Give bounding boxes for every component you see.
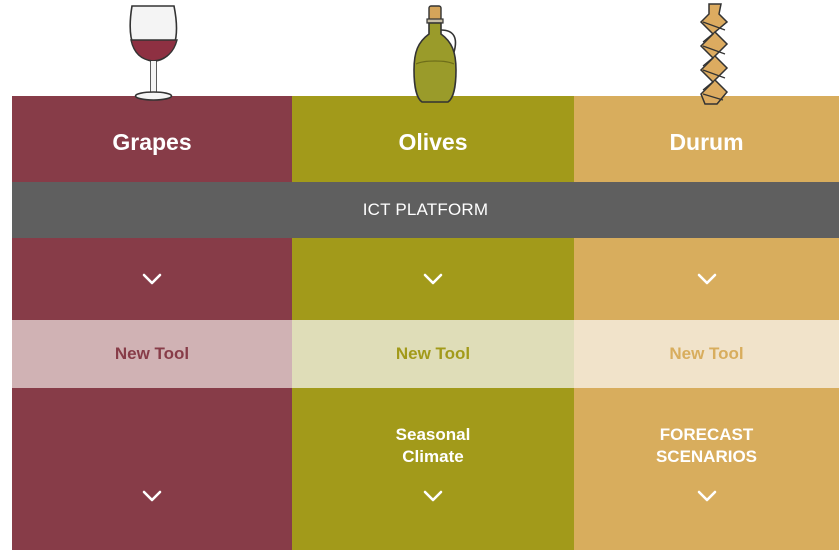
new-tool-grapes[interactable]: New Tool [12,320,292,388]
pasta-icon [689,0,741,106]
product-grapes[interactable] [12,388,292,550]
chevron-down-icon [697,273,716,285]
ict-platform-bar: ICT PLATFORM [12,182,839,238]
product-label-durum: FORECAST SCENARIOS [655,425,758,466]
expand-durum-toggle[interactable] [574,238,839,320]
chevron-down-icon [697,490,716,502]
chevron-down-icon [423,490,443,502]
expand-grapes-toggle[interactable] [12,238,292,320]
crop-icon-row [0,0,839,106]
header-durum: Durum [574,96,839,182]
product-durum[interactable]: FORECAST SCENARIOS [574,388,839,550]
chevron-down-icon [142,273,162,285]
crop-tool-grid: Grapes Olives Durum ICT PLATFORM New Too… [12,96,839,550]
new-tool-olives[interactable]: New Tool [292,320,574,388]
chevron-down-icon [142,490,162,502]
new-tool-durum[interactable]: New Tool [574,320,839,388]
wine-glass-icon [122,0,184,106]
expand-olives-toggle[interactable] [292,238,574,320]
olive-oil-bottle-icon [404,0,464,106]
chevron-down-icon [423,273,443,285]
header-grapes: Grapes [12,96,292,182]
product-olives[interactable]: Seasonal Climate [292,388,574,550]
header-olives: Olives [292,96,574,182]
product-label-olives: Seasonal Climate [395,425,471,466]
